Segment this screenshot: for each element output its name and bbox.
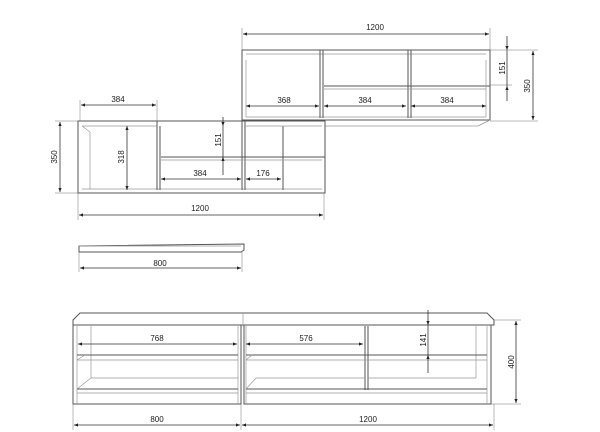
drawing-line bbox=[477, 119, 491, 127]
drawing-line bbox=[241, 49, 491, 121]
dimension-label: 384 bbox=[193, 169, 207, 178]
drawing-line bbox=[72, 324, 242, 405]
dimension-label: 318 bbox=[117, 150, 126, 164]
tv-bench bbox=[72, 312, 495, 405]
dimension-label: 576 bbox=[299, 334, 313, 343]
dimension-label: 384 bbox=[440, 96, 454, 105]
dimension-label: 1200 bbox=[359, 415, 377, 424]
dimension-label: 368 bbox=[277, 96, 291, 105]
drawing-line bbox=[243, 324, 492, 405]
dimension-lower-inner-height: 318 bbox=[117, 126, 129, 190]
dimension-label: 384 bbox=[358, 96, 372, 105]
drawing-line bbox=[76, 354, 86, 361]
dimension-label: 141 bbox=[419, 333, 428, 347]
dimension-bench-compartments: 768 576 bbox=[78, 334, 363, 346]
dimension-lower-height: 350 bbox=[50, 120, 78, 194]
dimension-lower-compartments: 384 176 bbox=[161, 169, 281, 181]
dimension-bench-widths: 800 1200 bbox=[72, 404, 495, 430]
dimension-label: 151 bbox=[498, 61, 507, 75]
dimension-upper-width: 1200 bbox=[241, 23, 491, 50]
drawing-line bbox=[81, 125, 91, 133]
dimension-bench-shelf-gap: 141 bbox=[419, 310, 430, 373]
wall-shelf: 800 bbox=[78, 243, 245, 272]
upper-wall-unit bbox=[241, 49, 491, 127]
dimension-label: 151 bbox=[214, 133, 223, 147]
drawing-line bbox=[76, 377, 92, 390]
dimension-lower-width: 1200 bbox=[77, 193, 325, 220]
dimension-label: 1200 bbox=[191, 204, 209, 213]
drawing-line bbox=[245, 354, 253, 361]
dimension-lower-shelf-gap: 151 bbox=[214, 117, 225, 175]
dimension-label: 1200 bbox=[366, 23, 384, 32]
dimension-lower-top-width: 384 bbox=[79, 95, 158, 121]
wall-shelf-width-label: 800 bbox=[153, 259, 167, 268]
dimension-upper-height: 350 bbox=[490, 49, 538, 122]
dimension-label: 176 bbox=[256, 169, 270, 178]
dimension-upper-compartments: 368 384 384 bbox=[246, 96, 486, 108]
drawing-line bbox=[245, 377, 257, 390]
dimension-label: 350 bbox=[523, 79, 532, 93]
drawing-line bbox=[78, 243, 245, 253]
dimension-label: 384 bbox=[111, 95, 125, 104]
dimension-label: 350 bbox=[50, 150, 59, 164]
dimension-bench-height: 400 bbox=[491, 319, 521, 405]
dimension-label: 400 bbox=[507, 355, 516, 369]
dimension-upper-shelf-gap: 151 bbox=[490, 36, 512, 101]
dimension-label: 800 bbox=[150, 415, 164, 424]
lower-wall-unit bbox=[77, 120, 326, 194]
drawing-line bbox=[72, 312, 495, 326]
dimension-label: 768 bbox=[150, 334, 164, 343]
